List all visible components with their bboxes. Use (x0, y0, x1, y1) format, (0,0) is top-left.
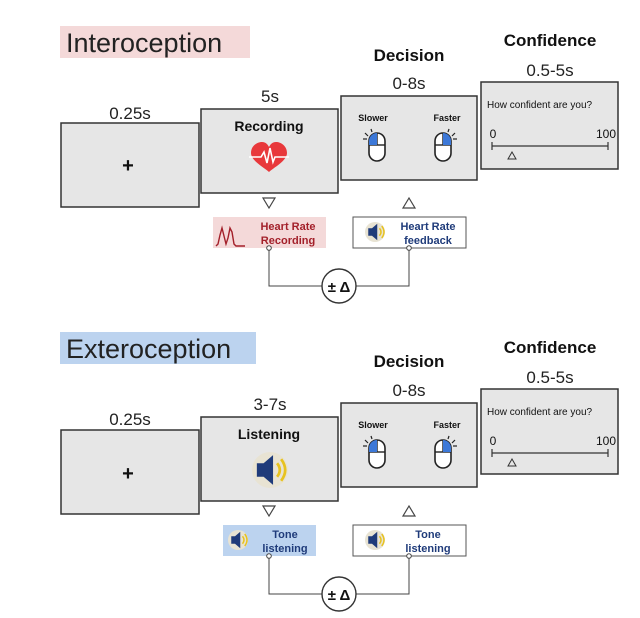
mouse-right-click-icon (434, 128, 457, 162)
decision-right-option: Faster (433, 420, 461, 430)
up-arrow-icon (401, 504, 417, 517)
tone-listening-line2: listening (262, 543, 307, 555)
up-arrow-icon (401, 196, 417, 209)
connector-dot (266, 553, 272, 559)
delta-connector-right (356, 248, 410, 287)
decision-left-option: Slower (358, 420, 388, 430)
decision-screen (340, 402, 478, 488)
panel-label-bg (60, 332, 256, 364)
decision-title: Decision (374, 352, 445, 371)
connector-dot (266, 245, 272, 251)
confidence-question: How confident are you? (487, 407, 593, 418)
stimulus-title: Recording (234, 118, 303, 134)
mouse-left-click-icon (363, 128, 386, 162)
tone-listening-line1: Tone (272, 529, 297, 541)
delta-label: ± Δ (328, 279, 351, 296)
confidence-min: 0 (490, 127, 497, 141)
heart-rate-recording-line1: Heart Rate (260, 221, 315, 233)
connector-dot (406, 245, 412, 251)
heart-pulse-icon (249, 142, 289, 172)
confidence-scale[interactable] (491, 449, 609, 457)
delta-label: ± Δ (328, 587, 351, 604)
decision-title: Decision (374, 46, 445, 65)
delta-connector (268, 556, 322, 595)
mouse-left-click-icon (363, 435, 386, 469)
fixation-duration: 0.25s (109, 104, 151, 123)
confidence-min: 0 (490, 434, 497, 448)
fixation-duration: 0.25s (109, 410, 151, 429)
panel-label: Exteroception (66, 334, 231, 364)
fixation-cross: + (122, 463, 134, 485)
delta-circle (321, 268, 357, 304)
decision-duration: 0-8s (392, 74, 425, 93)
stimulus-title: Listening (238, 426, 300, 442)
confidence-cursor-icon[interactable] (507, 150, 517, 160)
fixation-screen (60, 429, 200, 515)
confidence-max: 100 (596, 127, 616, 141)
confidence-question: How confident are you? (487, 100, 593, 111)
heart-rate-feedback-line2: feedback (404, 235, 453, 247)
down-arrow-icon (261, 505, 277, 518)
confidence-screen (480, 81, 619, 170)
panel-label-bg (60, 26, 250, 58)
fixation-cross: + (122, 155, 134, 177)
heart-rate-trace-icon (215, 225, 245, 247)
connector-dot (406, 553, 412, 559)
decision-right-option: Faster (433, 113, 461, 123)
panel-interoception: Interoception 0.25s + 5s Recording Decis… (60, 26, 619, 304)
confidence-duration: 0.5-5s (526, 61, 573, 80)
decision-screen (340, 95, 478, 181)
fixation-screen (60, 122, 200, 208)
delta-circle (321, 576, 357, 612)
down-arrow-icon (261, 197, 277, 210)
confidence-title: Confidence (504, 31, 597, 50)
confidence-title: Confidence (504, 338, 597, 357)
confidence-duration: 0.5-5s (526, 368, 573, 387)
panel-label: Interoception (66, 28, 222, 58)
confidence-scale[interactable] (491, 142, 609, 150)
panel-exteroception: Exteroception 0.25s + 3-7s Listening Dec… (60, 332, 619, 612)
confidence-screen (480, 388, 619, 475)
delta-connector (268, 248, 322, 287)
heart-rate-recording-line2: Recording (261, 235, 315, 247)
delta-connector-right (356, 556, 410, 595)
stimulus-duration: 3-7s (253, 395, 286, 414)
tone-feedback-line2: listening (405, 543, 450, 555)
tone-feedback-line1: Tone (415, 529, 440, 541)
mouse-right-click-icon (434, 435, 457, 469)
decision-duration: 0-8s (392, 381, 425, 400)
heart-rate-feedback-line1: Heart Rate (400, 221, 455, 233)
decision-left-option: Slower (358, 113, 388, 123)
confidence-cursor-icon[interactable] (507, 457, 517, 467)
stimulus-duration: 5s (261, 87, 279, 106)
confidence-max: 100 (596, 434, 616, 448)
